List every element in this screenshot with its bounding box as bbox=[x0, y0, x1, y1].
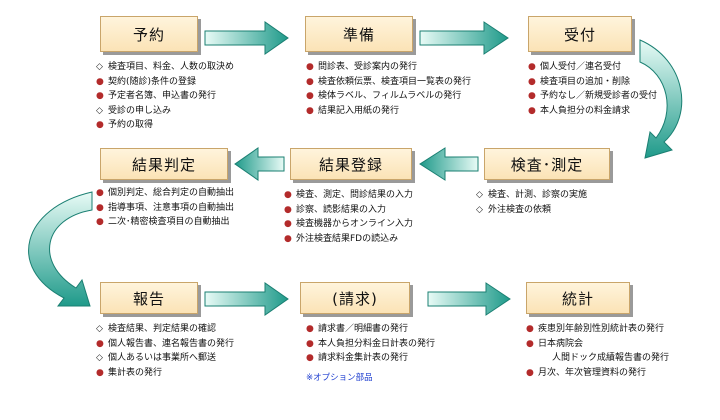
list-item: 検査機器からオンライン入力 bbox=[284, 217, 413, 232]
list-item: 検査、計測、診察の実施 bbox=[476, 188, 587, 203]
stage-kensa: 検査･測定 bbox=[484, 148, 610, 180]
list-item: 契約(随診)条件の登録 bbox=[96, 75, 234, 90]
list-item: 予定者名簿、申込書の発行 bbox=[96, 89, 234, 104]
list-item: 検査依頼伝票、検査項目一覧表の発行 bbox=[306, 75, 471, 90]
list-item: 検査項目、料金、人数の取決め bbox=[96, 60, 234, 75]
kekka-touroku-items: 検査、測定、問診結果の入力 診察、読影結果の入力 検査機器からオンライン入力 外… bbox=[284, 188, 413, 246]
stage-uketsuke-title: 受付 bbox=[563, 25, 596, 44]
kekka-hantei-items: 個別判定、総合判定の自動抽出 指導事項、注意事項の自動抽出 二次･精密検査項目の… bbox=[96, 186, 234, 230]
seikyu-items: 請求書／明細書の発行 本人負担分料金日計表の発行 請求料金集計表の発行 bbox=[306, 322, 435, 366]
arrow-kensa-to-kekka-touroku bbox=[419, 147, 479, 181]
stage-junbi: 準備 bbox=[305, 16, 413, 52]
stage-kekka-touroku: 結果登録 bbox=[290, 148, 412, 180]
list-item: 個人報告書、連名報告書の発行 bbox=[96, 337, 234, 352]
list-item: 集計表の発行 bbox=[96, 366, 234, 381]
kensa-items: 検査、計測、診察の実施 外注検査の依頼 bbox=[476, 188, 587, 217]
list-item: 二次･精密検査項目の自動抽出 bbox=[96, 215, 234, 230]
list-item: 指導事項、注意事項の自動抽出 bbox=[96, 201, 234, 216]
list-item: 検査項目の追加・削除 bbox=[528, 75, 657, 90]
stage-kekka-hantei: 結果判定 bbox=[100, 148, 228, 180]
stage-seikyu-title: (請求) bbox=[332, 289, 378, 308]
arrow-junbi-to-uketsuke bbox=[419, 21, 509, 55]
arrow-houkoku-to-seikyu bbox=[204, 282, 289, 316]
arrow-kekka-touroku-to-hantei bbox=[234, 147, 285, 181]
option-note: ※オプション部品 bbox=[306, 373, 373, 383]
uketsuke-items: 個人受付／連名受付 検査項目の追加・削除 予約なし／新規受診者の受付 本人負担分… bbox=[528, 60, 657, 118]
list-item: 検査、測定、問診結果の入力 bbox=[284, 188, 413, 203]
list-item: 外注検査結果FDの読込み bbox=[284, 232, 413, 247]
list-item: 外注検査の依頼 bbox=[476, 203, 587, 218]
toukei-items: 疾患別年齢別性別統計表の発行 日本病院会 人間ドック成績報告書の発行 月次、年次… bbox=[526, 322, 669, 380]
stage-yoyaku: 予約 bbox=[100, 16, 198, 52]
stage-kekka-hantei-title: 結果判定 bbox=[131, 155, 196, 174]
list-item: 個別判定、総合判定の自動抽出 bbox=[96, 186, 234, 201]
junbi-items: 問診表、受診案内の発行 検査依頼伝票、検査項目一覧表の発行 検体ラベル、フィルム… bbox=[306, 60, 471, 118]
stage-uketsuke: 受付 bbox=[528, 16, 632, 52]
yoyaku-items: 検査項目、料金、人数の取決め 契約(随診)条件の登録 予定者名簿、申込書の発行 … bbox=[96, 60, 234, 133]
stage-toukei: 統計 bbox=[526, 282, 630, 314]
list-item: 予約の取得 bbox=[96, 118, 234, 133]
stage-seikyu: (請求) bbox=[300, 282, 410, 314]
stage-yoyaku-title: 予約 bbox=[132, 25, 165, 44]
list-item: 予約なし／新規受診者の受付 bbox=[528, 89, 657, 104]
list-item: 月次、年次管理資料の発行 bbox=[526, 366, 669, 381]
houkoku-items: 検査結果、判定結果の確認 個人報告書、連名報告書の発行 個人あるいは事業所へ郵送… bbox=[96, 322, 234, 380]
list-item: 個人あるいは事業所へ郵送 bbox=[96, 351, 234, 366]
stage-houkoku: 報告 bbox=[100, 282, 198, 314]
list-item: 診察、読影結果の入力 bbox=[284, 203, 413, 218]
stage-junbi-title: 準備 bbox=[342, 25, 375, 44]
list-item: 結果記入用紙の発行 bbox=[306, 104, 471, 119]
list-item: 検査結果、判定結果の確認 bbox=[96, 322, 234, 337]
list-item: 問診表、受診案内の発行 bbox=[306, 60, 471, 75]
list-item: 受診の申し込み bbox=[96, 104, 234, 119]
list-item: 請求書／明細書の発行 bbox=[306, 322, 435, 337]
list-item: 人間ドック成績報告書の発行 bbox=[552, 353, 670, 363]
stage-houkoku-title: 報告 bbox=[132, 289, 165, 308]
list-item: 個人受付／連名受付 bbox=[528, 60, 657, 75]
arrow-uketsuke-to-kensa bbox=[639, 39, 683, 159]
arrow-seikyu-to-toukei bbox=[427, 282, 511, 316]
list-item: 疾患別年齢別性別統計表の発行 bbox=[526, 322, 669, 337]
list-item: 検体ラベル、フィルムラベルの発行 bbox=[306, 89, 471, 104]
list-item: 日本病院会 bbox=[526, 337, 669, 352]
list-item: 本人負担分料金日計表の発行 bbox=[306, 337, 435, 352]
list-item: 請求料金集計表の発行 bbox=[306, 351, 435, 366]
stage-toukei-title: 統計 bbox=[561, 289, 594, 308]
list-item: 本人負担分の料金請求 bbox=[528, 104, 657, 119]
arrow-hantei-to-houkoku bbox=[28, 191, 93, 307]
arrow-yoyaku-to-junbi bbox=[204, 21, 289, 55]
stage-kensa-title: 検査･測定 bbox=[510, 155, 584, 174]
stage-kekka-touroku-title: 結果登録 bbox=[318, 155, 383, 174]
